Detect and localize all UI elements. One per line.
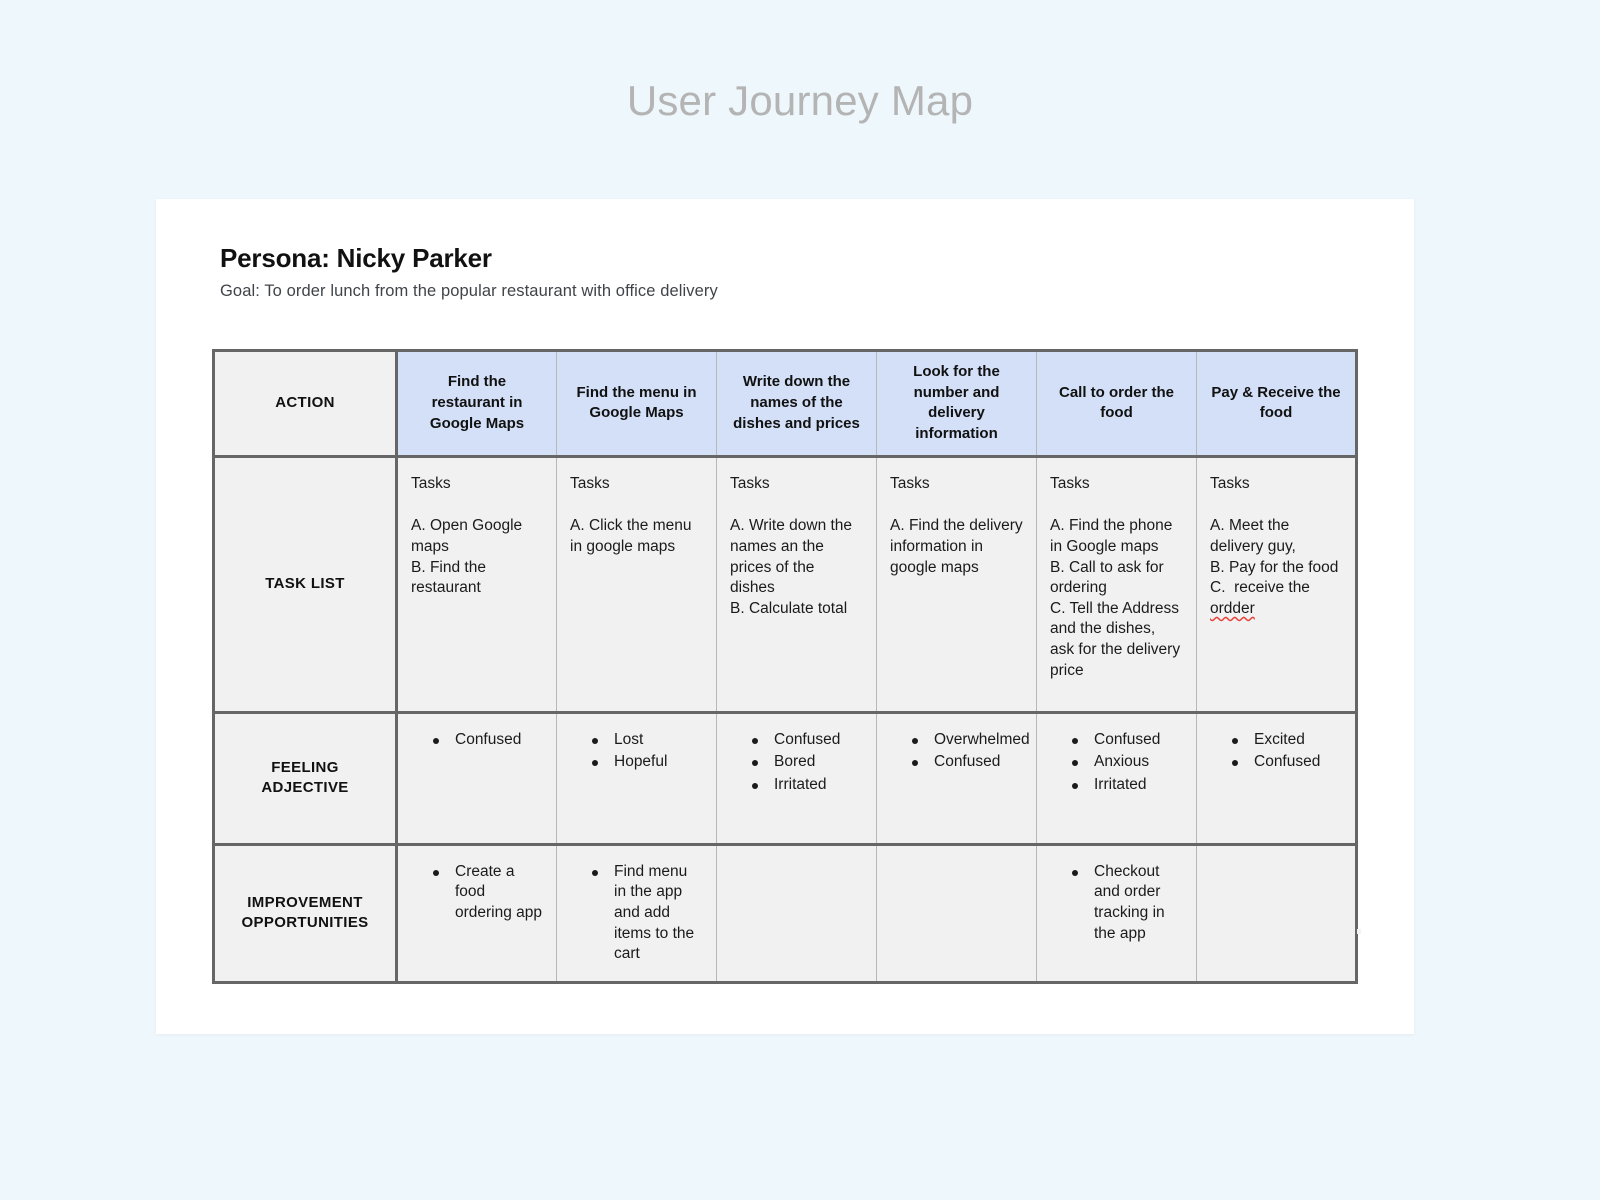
list-item: Confused [1232,752,1342,773]
tasks-text-2: A. Click the menu in google maps [570,517,696,555]
stage-header-2: Find the menu in Google Maps [556,349,717,458]
improvement-cell-3 [716,842,877,984]
user-journey-table: ACTION Find the restaurant in Google Map… [212,349,1358,984]
journey-map-card: Persona: Nicky Parker Goal: To order lun… [156,199,1414,1034]
list-item: Checkout and order tracking in the app [1072,862,1183,944]
list-item: Anxious [1072,752,1183,773]
row-label-feeling-line1: FEELING [271,759,339,776]
list-item: Bored [752,752,863,773]
improvement-cell-2: Find menu in the app and add items to th… [556,842,717,984]
stage-header-4: Look for the number and delivery informa… [876,349,1037,458]
task-cell-1: Tasks A. Open Google maps B. Find the re… [396,454,557,714]
table-row-action: ACTION Find the restaurant in Google Map… [212,349,1358,458]
improvement-cell-4 [876,842,1037,984]
feeling-cell-1: Confused [396,710,557,846]
task-cell-2: Tasks A. Click the menu in google maps [556,454,717,714]
tasks-label-1: Tasks [411,474,451,492]
tasks-label-4: Tasks [890,474,930,492]
stage-header-1: Find the restaurant in Google Maps [396,349,557,458]
persona-name: Persona: Nicky Parker [220,243,492,273]
table-row-improvement: IMPROVEMENT OPPORTUNITIES Create a food … [212,842,1358,984]
row-label-feeling: FEELING ADJECTIVE [212,710,398,846]
stage-header-6: Pay & Receive the food [1196,349,1358,458]
row-label-improvement-line2: OPPORTUNITIES [241,914,369,932]
tasks-text-3: A. Write down the names an the prices of… [730,517,853,617]
list-item: Create a food ordering app [433,862,543,924]
tasks-text-6-part1: A. Meet the delivery guy, B. Pay for the… [1210,517,1339,597]
row-label-task-list: TASK LIST [212,454,398,714]
list-item: Confused [752,730,863,751]
list-item: Lost [592,730,703,751]
task-cell-4: Tasks A. Find the delivery information i… [876,454,1037,714]
list-item: Excited [1232,730,1342,751]
row-label-feeling-line2: ADJECTIVE [261,779,349,797]
tasks-text-4: A. Find the delivery information in goog… [890,517,1027,576]
stage-header-3: Write down the names of the dishes and p… [716,349,877,458]
task-cell-3: Tasks A. Write down the names an the pri… [716,454,877,714]
page-title: User Journey Map [626,77,974,124]
table-row-task-list: TASK LIST Tasks A. Open Google maps B. F… [212,454,1358,714]
tasks-text-5: A. Find the phone in Google maps B. Call… [1050,517,1181,679]
improvement-cell-5: Checkout and order tracking in the app [1036,842,1197,984]
row-label-improvement: IMPROVEMENT OPPORTUNITIES [212,842,398,984]
list-item: Hopeful [592,752,703,773]
feeling-list-1: Confused [411,730,543,751]
improvement-cell-6 [1196,842,1358,984]
tasks-text-6-misspelled: ordder [1210,599,1255,617]
improvement-cell-1: Create a food ordering app [396,842,557,984]
tasks-text-1: A. Open Google maps B. Find the restaura… [411,517,523,597]
border-notch-artifact [1357,929,1361,934]
list-item: Irritated [1072,775,1183,796]
list-item: Confused [1072,730,1183,751]
improvement-list-5: Checkout and order tracking in the app [1050,862,1183,944]
improvement-list-2: Find menu in the app and add items to th… [570,862,703,965]
task-cell-6: Tasks A. Meet the delivery guy, B. Pay f… [1196,454,1358,714]
row-label-improvement-line1: IMPROVEMENT [247,894,363,912]
list-item: Confused [433,730,543,751]
tasks-text-6: A. Meet the delivery guy, B. Pay for the… [1210,516,1342,619]
task-cell-5: Tasks A. Find the phone in Google maps B… [1036,454,1197,714]
row-label-action: ACTION [212,349,398,458]
list-item: Overwhelmed [912,730,1030,751]
stage-header-5: Call to order the food [1036,349,1197,458]
list-item: Irritated [752,775,863,796]
tasks-label-3: Tasks [730,474,770,492]
improvement-list-1: Create a food ordering app [411,862,543,924]
tasks-label-2: Tasks [570,474,610,492]
tasks-label-5: Tasks [1050,474,1090,492]
persona-goal: Goal: To order lunch from the popular re… [220,282,718,300]
tasks-label-6: Tasks [1210,474,1250,492]
list-item: Confused [912,752,1023,773]
list-item: Find menu in the app and add items to th… [592,862,703,965]
